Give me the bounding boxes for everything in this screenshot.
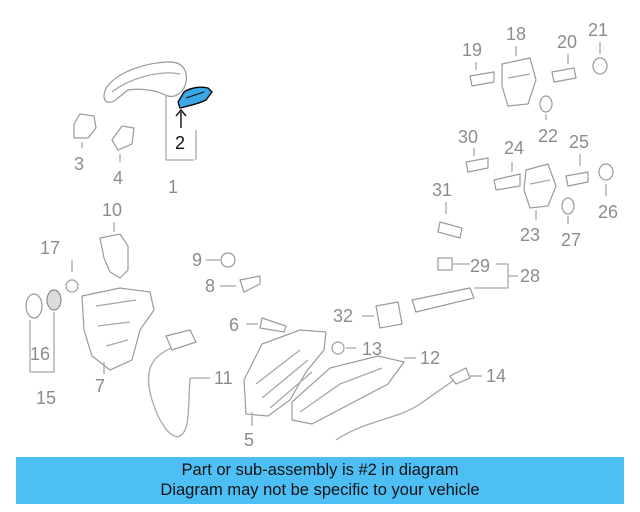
bolt-part-19	[469, 71, 495, 87]
gasket-part	[111, 125, 135, 151]
callout-17: 17	[40, 238, 60, 258]
cover-part	[25, 293, 43, 319]
callout-27: 27	[561, 230, 581, 250]
callout-26: 26	[598, 202, 618, 222]
bolt-part-25	[565, 171, 589, 187]
callout-11: 11	[214, 368, 233, 388]
callout-16: 16	[30, 344, 50, 364]
callout-12: 12	[420, 348, 440, 368]
callout-2: 2	[175, 133, 185, 153]
callout-15: 15	[36, 388, 56, 408]
small-bracket-part	[73, 113, 97, 139]
bushing-part-22	[539, 95, 553, 113]
callout-24: 24	[504, 138, 524, 158]
callout-13: 13	[362, 339, 382, 359]
lower-hinge-part	[523, 163, 557, 209]
callout-21: 21	[588, 20, 608, 40]
callout-10: 10	[102, 200, 122, 220]
cap-part-21	[592, 57, 608, 75]
grommet-part	[220, 252, 236, 268]
bolt-part-24	[493, 173, 521, 191]
door-module-part	[243, 329, 327, 417]
rod-part	[335, 375, 461, 441]
cap-part-26	[598, 163, 614, 181]
callout-7: 7	[95, 376, 105, 396]
bushing-part-27	[561, 197, 575, 215]
bolt-part-20	[551, 67, 577, 83]
callout-3: 3	[74, 154, 84, 174]
callout-9: 9	[192, 250, 202, 270]
callout-1: 1	[168, 177, 178, 197]
callout-18: 18	[506, 24, 526, 44]
callout-28: 28	[520, 266, 540, 286]
callout-4: 4	[113, 168, 123, 188]
callout-20: 20	[557, 32, 577, 52]
callout-8: 8	[205, 276, 215, 296]
info-banner: Part or sub-assembly is #2 in diagram Di…	[16, 457, 624, 504]
screw-part-8	[239, 275, 261, 293]
callout-32: 32	[333, 306, 353, 326]
callout-22: 22	[538, 126, 558, 146]
door-handle-part	[103, 61, 187, 103]
bolt-part-31	[437, 221, 463, 239]
callout-5: 5	[244, 430, 254, 450]
inner-handle-part	[291, 355, 406, 425]
check-strap-part	[411, 287, 475, 313]
latch-assembly-part	[81, 287, 155, 371]
callout-19: 19	[462, 40, 482, 60]
callout-29: 29	[470, 256, 490, 276]
banner-line-1: Part or sub-assembly is #2 in diagram	[181, 461, 459, 479]
latch-part	[99, 233, 129, 279]
bumper-part	[375, 301, 403, 329]
handle-cover-part-highlighted	[177, 86, 213, 109]
bolt-part-30	[465, 157, 489, 173]
upper-hinge-part	[501, 57, 537, 107]
callout-14: 14	[486, 366, 506, 386]
callout-30: 30	[458, 127, 478, 147]
bolt-part	[65, 279, 79, 293]
washer-part	[331, 341, 345, 355]
banner-line-2: Diagram may not be specific to your vehi…	[160, 481, 480, 499]
callout-6: 6	[229, 315, 239, 335]
cap-part	[46, 289, 62, 311]
callout-25: 25	[569, 132, 589, 152]
screw-part-6	[259, 317, 287, 333]
check-strap-stop-part	[437, 257, 453, 271]
callout-23: 23	[520, 225, 540, 245]
cable-part	[147, 341, 191, 438]
callout-31: 31	[432, 180, 452, 200]
